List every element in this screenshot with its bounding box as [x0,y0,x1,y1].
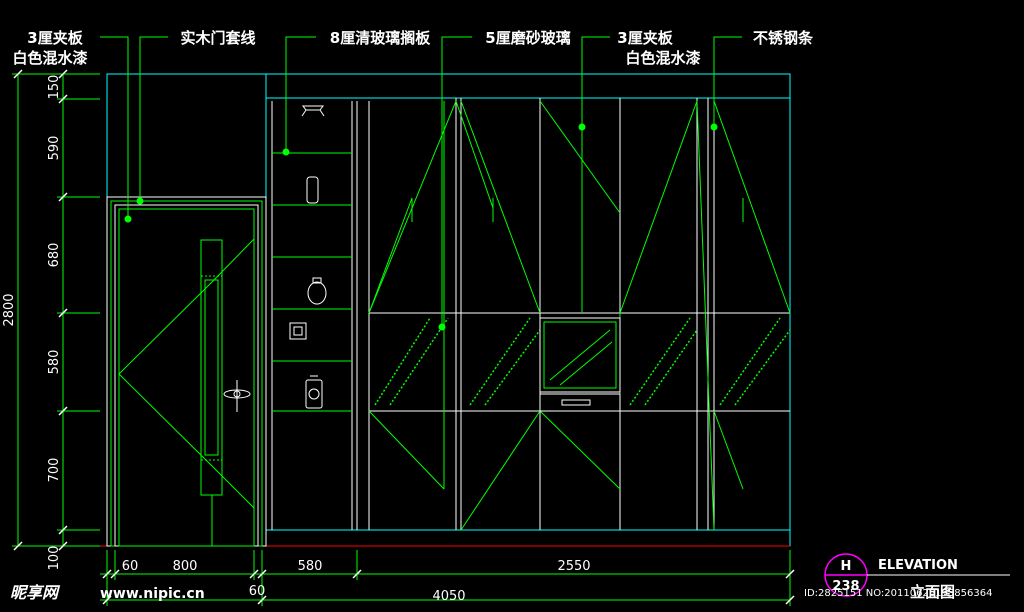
dim-h-800: 800 [173,559,198,574]
shelf-unit [271,101,358,530]
dim-h-60-mid: 60 [249,584,266,599]
callout-labels: 3厘夹板 白色混水漆 实木门套线 8厘清玻璃搁板 5厘磨砂玻璃 3厘夹板 白色混… [12,29,814,67]
horizontal-dimension-values: 60 800 580 2550 60 4050 [122,559,591,604]
callout-1-line1: 3厘夹板 [27,29,83,47]
dim-v-4: 580 [47,350,62,375]
callout-6: 不锈钢条 [753,29,814,47]
dim-v-6: 100 [47,546,62,571]
horizontal-dimension-ticks [102,569,795,605]
callout-5-line2: 白色混水漆 [625,49,700,67]
watermark-logo: 昵享网 [10,583,61,602]
title-en: ELEVATION [878,558,958,573]
dim-v-1: 150 [47,75,62,100]
dim-v-2: 590 [47,136,62,161]
watermark-url: www.nipic.cn [100,586,205,602]
callout-3: 8厘清玻璃搁板 [330,29,431,47]
dim-h-60-left: 60 [122,559,139,574]
dim-h-4050: 4050 [432,589,465,604]
callout-5-line1: 3厘夹板 [617,29,673,47]
vertical-dimension-ticks [13,69,68,551]
dim-h-580: 580 [298,559,323,574]
callout-4: 5厘磨砂玻璃 [485,29,570,47]
dim-h-2550: 2550 [557,559,590,574]
callout-1-line2: 白色混水漆 [12,49,87,67]
watermark: 昵享网 www.nipic.cn ID:2825151 NO:201106261… [10,583,992,602]
vertical-dimension-lines [12,73,100,547]
callout-leaders [100,36,742,327]
title-letter: H [841,559,852,574]
horizontal-dimension-lines [100,550,791,606]
outer-frame [106,73,791,547]
callout-dots [124,123,718,331]
dim-total-height: 2800 [2,293,17,326]
callout-2: 实木门套线 [180,29,255,47]
panel-wall [368,98,791,531]
watermark-id: ID:2825151 NO:20110626195856364 [804,588,992,599]
dim-v-5: 700 [47,458,62,483]
title-block: H 238 ELEVATION 立面图 [824,553,1010,601]
dim-v-3: 680 [47,243,62,268]
title-number: 238 [832,579,859,594]
title-cn: 立面图 [910,583,955,601]
vertical-dimension-values: 2800 150 590 680 580 700 100 [2,75,62,571]
door [106,196,267,547]
